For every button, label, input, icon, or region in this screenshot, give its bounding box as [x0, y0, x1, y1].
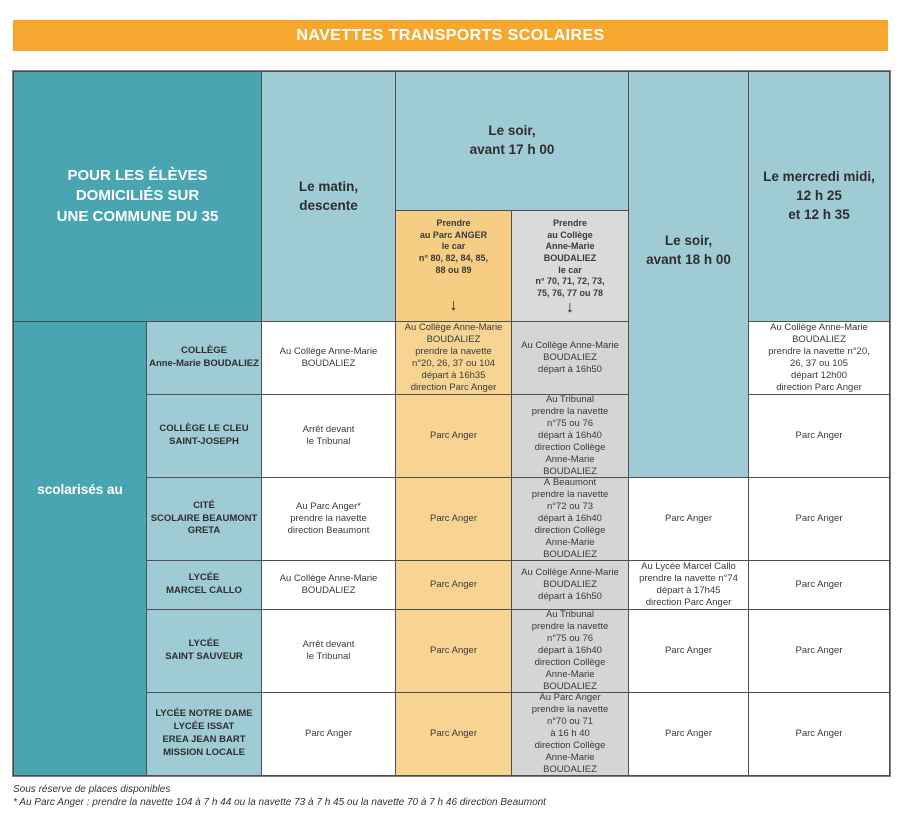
evening18-cell: Au Lycée Marcel Callo prendre la navette… — [629, 561, 748, 609]
subheader-parc-anger: Prendre au Parc ANGER le car n° 80, 82, … — [396, 211, 511, 321]
evening18-cell: Parc Anger — [629, 693, 748, 775]
evening18-cell: Parc Anger — [629, 478, 748, 560]
row-group-label: scolarisés au — [14, 322, 146, 775]
evening17-parc-cell: Parc Anger — [396, 693, 511, 775]
school-name: COLLÈGE Anne-Marie BOUDALIEZ — [147, 322, 261, 394]
evening17-college-cell: À Beaumont prendre la navette n°72 ou 73… — [512, 478, 628, 560]
footnotes: Sous réserve de places disponibles * Au … — [13, 783, 546, 809]
evening17-parc-cell: Parc Anger — [396, 610, 511, 692]
wednesday-cell: Parc Anger — [749, 610, 889, 692]
evening17-college-cell: Au Collège Anne-Marie BOUDALIEZ départ à… — [512, 322, 628, 394]
school-name: LYCÉE NOTRE DAME LYCÉE ISSAT EREA JEAN B… — [147, 693, 261, 775]
header-col-evening-18h: Le soir, avant 18 h 00 — [629, 72, 748, 477]
evening17-college-cell: Au Tribunal prendre la navette n°75 ou 7… — [512, 610, 628, 692]
evening17-college-cell: Au Tribunal prendre la navette n°75 ou 7… — [512, 395, 628, 477]
footnote-parc-anger: * Au Parc Anger : prendre la navette 104… — [13, 797, 546, 808]
page-title-banner: NAVETTES TRANSPORTS SCOLAIRES — [13, 20, 888, 51]
header-col-morning: Le matin, descente — [262, 72, 395, 321]
header-audience: POUR LES ÉLÈVES DOMICILIÉS SUR UNE COMMU… — [14, 72, 261, 321]
page-title: NAVETTES TRANSPORTS SCOLAIRES — [296, 26, 605, 44]
header-col-evening-17h: Le soir, avant 17 h 00 — [396, 72, 628, 210]
school-name: LYCÉE SAINT SAUVEUR — [147, 610, 261, 692]
school-name: CITÉ SCOLAIRE BEAUMONT GRETA — [147, 478, 261, 560]
wednesday-cell: Parc Anger — [749, 478, 889, 560]
wednesday-cell: Au Collège Anne-Marie BOUDALIEZ prendre … — [749, 322, 889, 394]
down-arrow-icon: ↓ — [449, 297, 458, 314]
subheader-college-boudaliez-text: Prendre au Collège Anne-Marie BOUDALIEZ … — [535, 218, 605, 299]
footnote-availability: Sous réserve de places disponibles — [13, 784, 171, 795]
morning-cell: Parc Anger — [262, 693, 395, 775]
evening17-college-cell: Au Collège Anne-Marie BOUDALIEZ départ à… — [512, 561, 628, 609]
subheader-college-boudaliez: Prendre au Collège Anne-Marie BOUDALIEZ … — [512, 211, 628, 321]
evening17-college-cell: Au Parc Anger prendre la navette n°70 ou… — [512, 693, 628, 775]
morning-cell: Arrêt devant le Tribunal — [262, 610, 395, 692]
evening17-parc-cell: Parc Anger — [396, 561, 511, 609]
school-name: COLLÈGE LE CLEU SAINT-JOSEPH — [147, 395, 261, 477]
evening17-parc-cell: Parc Anger — [396, 395, 511, 477]
wednesday-cell: Parc Anger — [749, 561, 889, 609]
morning-cell: Au Collège Anne-Marie BOUDALIEZ — [262, 322, 395, 394]
wednesday-cell: Parc Anger — [749, 395, 889, 477]
morning-cell: Au Collège Anne-Marie BOUDALIEZ — [262, 561, 395, 609]
wednesday-cell: Parc Anger — [749, 693, 889, 775]
morning-cell: Arrêt devant le Tribunal — [262, 395, 395, 477]
morning-cell: Au Parc Anger* prendre la navette direct… — [262, 478, 395, 560]
evening17-parc-cell: Parc Anger — [396, 478, 511, 560]
school-name: LYCÉE MARCEL CALLO — [147, 561, 261, 609]
down-arrow-icon: ↓ — [566, 298, 574, 316]
evening18-cell: Parc Anger — [629, 610, 748, 692]
evening17-parc-cell: Au Collège Anne-Marie BOUDALIEZ prendre … — [396, 322, 511, 394]
header-col-wednesday: Le mercredi midi, 12 h 25 et 12 h 35 — [749, 72, 889, 321]
subheader-parc-anger-text: Prendre au Parc ANGER le car n° 80, 82, … — [418, 218, 489, 275]
schedule-table: POUR LES ÉLÈVES DOMICILIÉS SUR UNE COMMU… — [12, 70, 891, 777]
